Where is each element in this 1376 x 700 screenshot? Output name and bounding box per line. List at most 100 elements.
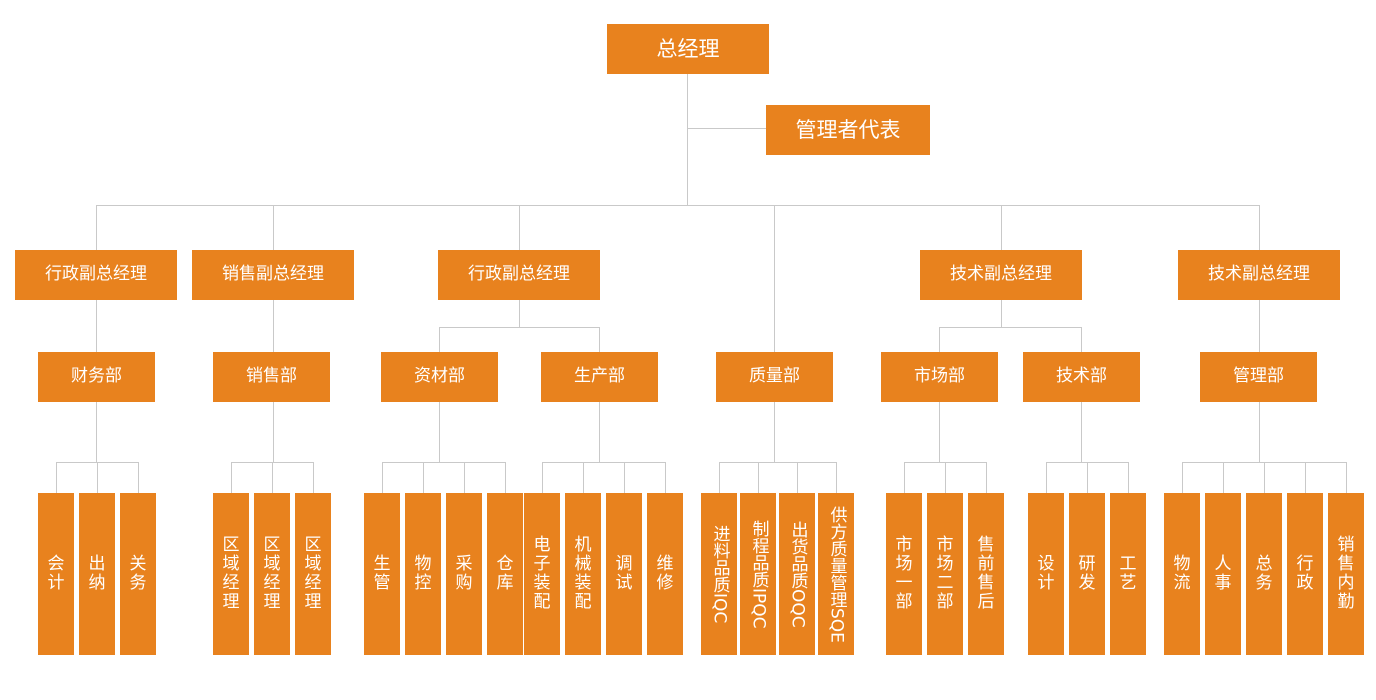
connector-vline — [273, 402, 274, 462]
node-vice-general-manager[interactable]: 技术副总经理 — [920, 250, 1082, 300]
node-label: 生产部 — [574, 366, 625, 387]
connector-vline — [96, 402, 97, 462]
node-label: 出纳 — [88, 553, 106, 593]
connector-vline — [273, 205, 274, 250]
connector-vline — [1128, 462, 1129, 493]
node-team[interactable]: 人事 — [1205, 493, 1241, 655]
node-department[interactable]: 管理部 — [1200, 352, 1317, 402]
connector-vline — [986, 462, 987, 493]
connector-vline — [599, 402, 600, 462]
node-team[interactable]: 研发 — [1069, 493, 1105, 655]
node-label: 技术副总经理 — [950, 264, 1052, 285]
node-team[interactable]: 市场二部 — [927, 493, 963, 655]
node-team[interactable]: 维修 — [647, 493, 683, 655]
node-department[interactable]: 生产部 — [541, 352, 658, 402]
connector-vline — [138, 462, 139, 493]
connector-vline — [836, 462, 837, 493]
node-team[interactable]: 电子装配 — [524, 493, 560, 655]
node-team[interactable]: 出货品质OQC — [779, 493, 815, 655]
connector-vline — [519, 205, 520, 250]
node-department[interactable]: 财务部 — [38, 352, 155, 402]
node-department[interactable]: 资材部 — [381, 352, 498, 402]
node-team[interactable]: 调试 — [606, 493, 642, 655]
node-general-manager[interactable]: 总经理 — [607, 24, 769, 74]
node-label: 工艺 — [1119, 553, 1137, 593]
node-department[interactable]: 技术部 — [1023, 352, 1140, 402]
node-label: 电子装配 — [533, 534, 551, 613]
node-team[interactable]: 出纳 — [79, 493, 115, 655]
node-management-representative[interactable]: 管理者代表 — [766, 105, 930, 155]
node-vice-general-manager[interactable]: 销售副总经理 — [192, 250, 354, 300]
connector-vline — [599, 327, 600, 352]
node-team[interactable]: 物流 — [1164, 493, 1200, 655]
connector-vline — [272, 462, 273, 493]
connector-vline — [97, 462, 98, 493]
node-vice-general-manager[interactable]: 行政副总经理 — [438, 250, 600, 300]
connector-vline — [939, 402, 940, 462]
node-label: 关务 — [129, 553, 147, 593]
node-label: 行政 — [1296, 553, 1314, 593]
node-team[interactable]: 工艺 — [1110, 493, 1146, 655]
node-team[interactable]: 采购 — [446, 493, 482, 655]
connector-vline — [519, 300, 520, 327]
node-team[interactable]: 关务 — [120, 493, 156, 655]
connector-vline — [423, 462, 424, 493]
node-department[interactable]: 质量部 — [716, 352, 833, 402]
connector-hline — [542, 462, 665, 463]
node-team[interactable]: 区域经理 — [295, 493, 331, 655]
node-label: 总经理 — [656, 36, 720, 61]
node-team[interactable]: 物控 — [405, 493, 441, 655]
node-label: 总务 — [1255, 553, 1273, 593]
node-label: 供方质量管理SQE — [826, 505, 847, 643]
node-team[interactable]: 会计 — [38, 493, 74, 655]
node-team[interactable]: 供方质量管理SQE — [818, 493, 854, 655]
connector-vline — [624, 462, 625, 493]
node-vice-general-manager[interactable]: 技术副总经理 — [1178, 250, 1340, 300]
connector-vline — [1081, 327, 1082, 352]
node-label: 区域经理 — [263, 534, 281, 613]
node-label: 市场部 — [914, 366, 965, 387]
connector-vline — [464, 462, 465, 493]
node-team[interactable]: 总务 — [1246, 493, 1282, 655]
node-label: 制程品质IPQC — [748, 519, 769, 629]
node-label: 进料品质IQC — [709, 524, 730, 624]
connector-vline — [96, 300, 97, 352]
node-label: 销售部 — [246, 366, 297, 387]
node-team[interactable]: 进料品质IQC — [701, 493, 737, 655]
node-vice-general-manager[interactable]: 行政副总经理 — [15, 250, 177, 300]
node-label: 销售内勤 — [1337, 534, 1355, 613]
node-label: 销售副总经理 — [222, 264, 324, 285]
node-team[interactable]: 机械装配 — [565, 493, 601, 655]
node-team[interactable]: 制程品质IPQC — [740, 493, 776, 655]
connector-vline — [1087, 462, 1088, 493]
node-team[interactable]: 售前售后 — [968, 493, 1004, 655]
node-team[interactable]: 区域经理 — [213, 493, 249, 655]
connector-hline — [231, 462, 313, 463]
node-team[interactable]: 设计 — [1028, 493, 1064, 655]
node-team[interactable]: 仓库 — [487, 493, 523, 655]
node-label: 区域经理 — [304, 534, 322, 613]
node-label: 市场二部 — [936, 534, 954, 613]
connector-vline — [273, 300, 274, 352]
node-team[interactable]: 生管 — [364, 493, 400, 655]
node-label: 调试 — [615, 553, 633, 593]
connector-vline — [1259, 205, 1260, 250]
connector-hline — [904, 462, 986, 463]
node-team[interactable]: 销售内勤 — [1328, 493, 1364, 655]
connector-vline — [313, 462, 314, 493]
node-team[interactable]: 区域经理 — [254, 493, 290, 655]
connector-vline — [665, 462, 666, 493]
node-label: 市场一部 — [895, 534, 913, 613]
node-team[interactable]: 市场一部 — [886, 493, 922, 655]
node-label: 机械装配 — [574, 534, 592, 613]
node-label: 售前售后 — [977, 534, 995, 613]
node-department[interactable]: 市场部 — [881, 352, 998, 402]
node-team[interactable]: 行政 — [1287, 493, 1323, 655]
node-department[interactable]: 销售部 — [213, 352, 330, 402]
node-label: 区域经理 — [222, 534, 240, 613]
connector-vline — [505, 462, 506, 493]
node-label: 行政副总经理 — [468, 264, 570, 285]
connector-vline — [231, 462, 232, 493]
node-label: 物流 — [1173, 553, 1191, 593]
connector-vline — [774, 205, 775, 352]
